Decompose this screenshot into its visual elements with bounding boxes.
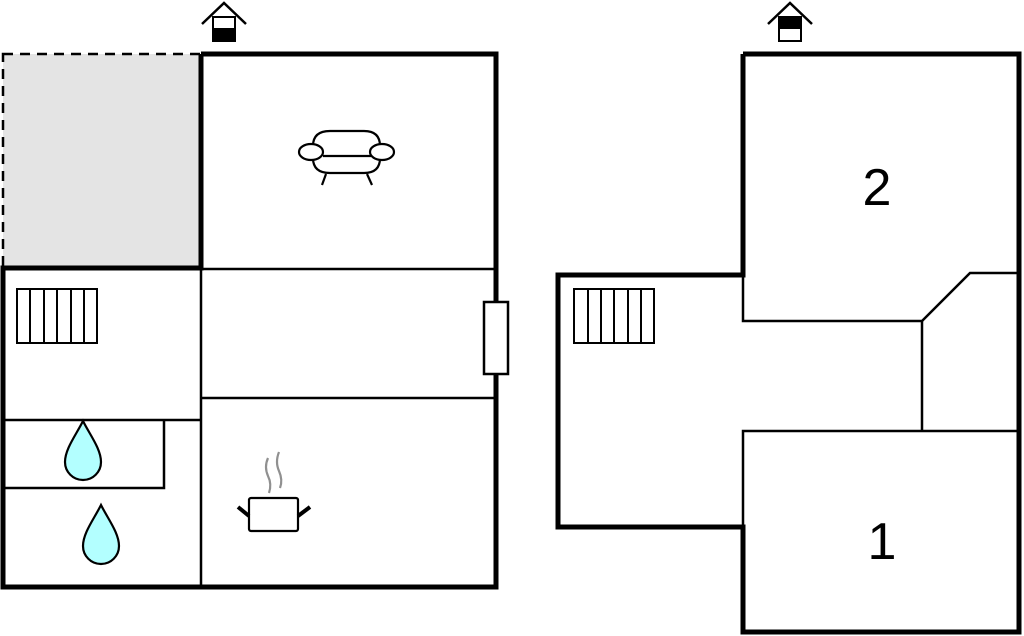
- upper-floor: 2 1: [555, 1, 1022, 635]
- wall-bedroom1: [741, 429, 1019, 527]
- water-drop-icon: [63, 418, 103, 482]
- stairs-icon: [573, 288, 655, 344]
- wall-bedroom2: [741, 271, 1019, 323]
- sofa-icon: [297, 129, 396, 186]
- ground-floor: [0, 1, 510, 590]
- cooking-pot-icon: [236, 451, 312, 533]
- door-icon: [482, 300, 510, 376]
- bedroom-2-label: 2: [863, 159, 892, 217]
- stairs-icon: [16, 288, 98, 344]
- terrace-area: [1, 52, 203, 270]
- bedroom-1-label: 1: [868, 513, 897, 571]
- house-entrance-icon: [201, 1, 247, 42]
- house-entrance-icon: [767, 1, 813, 42]
- water-drop-icon: [81, 502, 121, 566]
- wall-bath-inner: [3, 420, 166, 490]
